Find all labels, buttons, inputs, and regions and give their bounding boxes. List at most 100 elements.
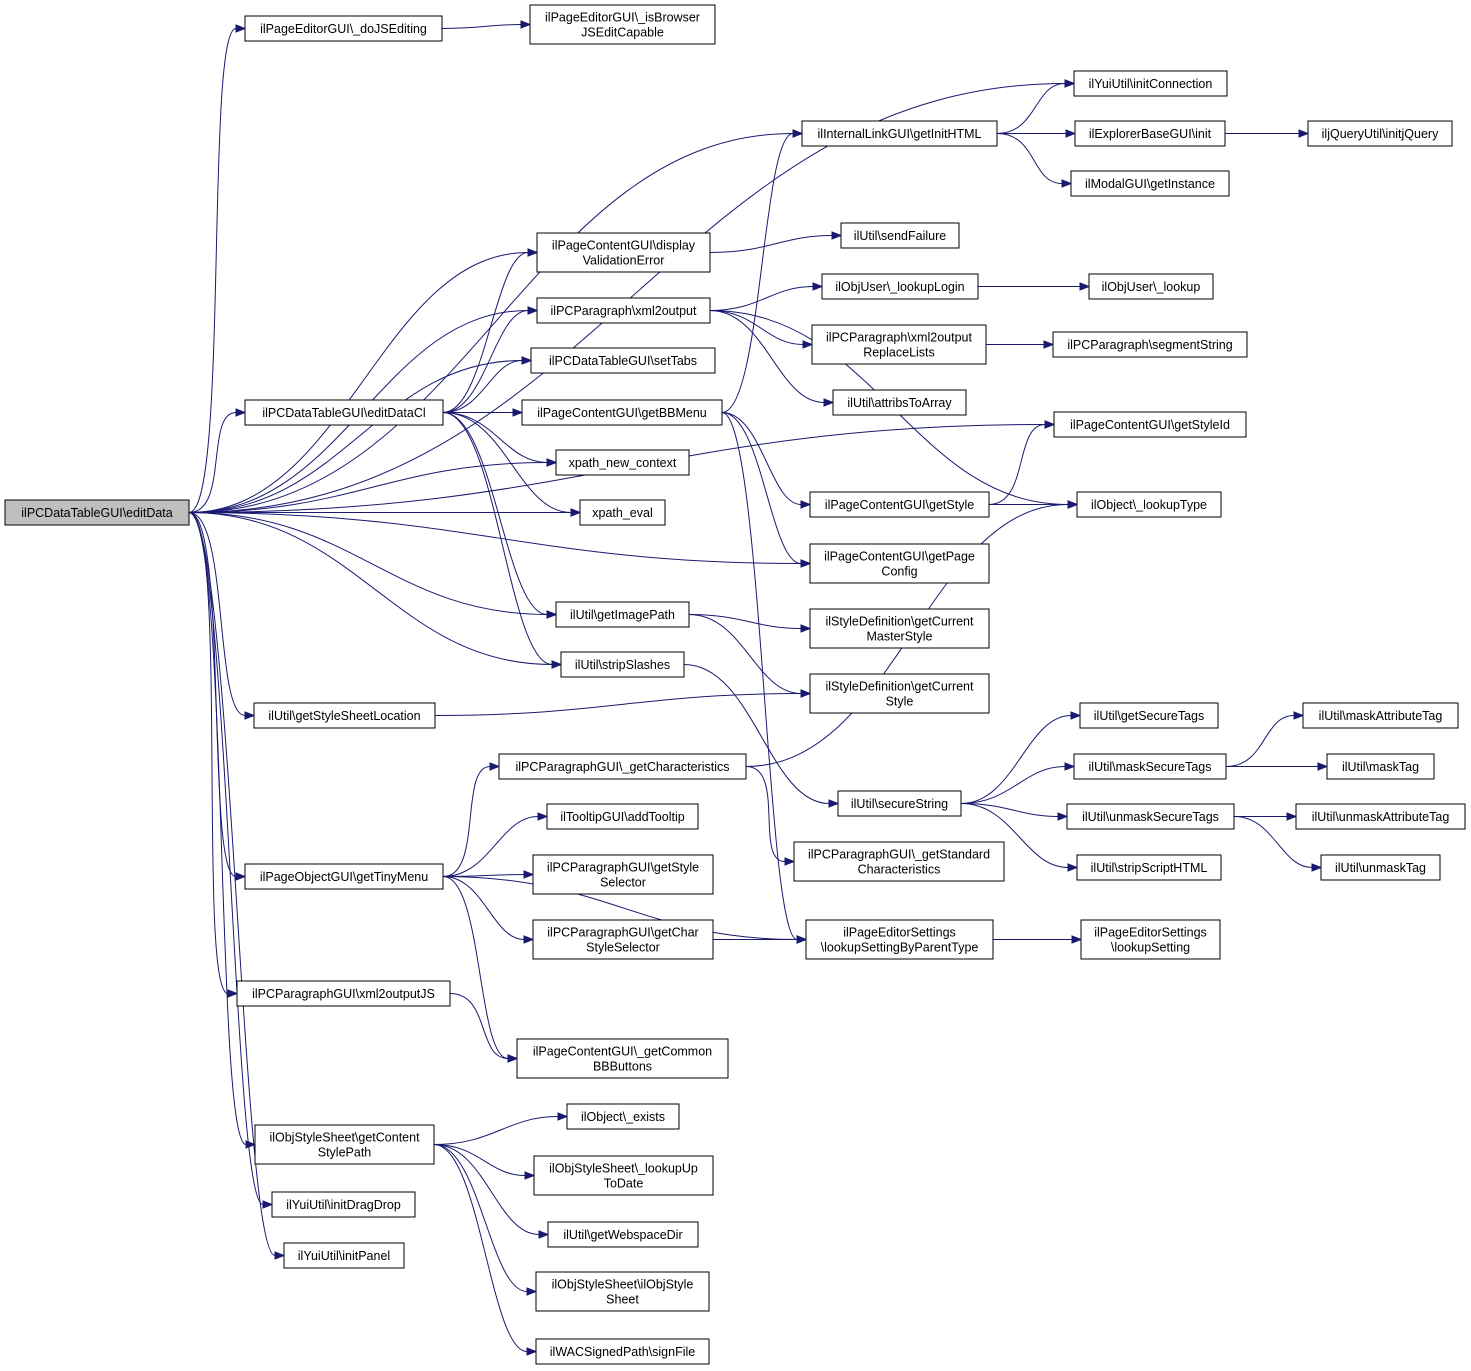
node-get-characteristics[interactable]: ilPCParagraphGUI\_getCharacteristics xyxy=(498,753,747,780)
node-box xyxy=(498,753,747,780)
node-do-jsediting[interactable]: ilPageEditorGUI\_doJSEditing xyxy=(244,15,443,42)
node-label: ilPCParagraphGUI\_getCharacteristics xyxy=(516,760,730,774)
node-unmask-attribute-tag[interactable]: ilUtil\unmaskAttributeTag xyxy=(1295,803,1466,830)
node-get-style-id[interactable]: ilPageContentGUI\getStyleId xyxy=(1053,411,1247,438)
node-label: ilObjStyleSheet\getContent xyxy=(269,1131,420,1145)
node-mask-secure-tags[interactable]: ilUtil\maskSecureTags xyxy=(1073,753,1227,780)
node-label: ilUtil\unmaskTag xyxy=(1335,861,1426,875)
node-label: BBButtons xyxy=(593,1060,652,1074)
node-xpath-new-context[interactable]: xpath_new_context xyxy=(555,449,690,476)
node-xml2output[interactable]: ilPCParagraph\xml2output xyxy=(536,297,711,324)
node-label: StyleSelector xyxy=(586,941,660,955)
arrowhead xyxy=(551,660,563,669)
arrowhead xyxy=(524,1171,536,1180)
node-modal-get-instance[interactable]: ilModalGUI\getInstance xyxy=(1070,170,1230,197)
node-attribs-to-array[interactable]: ilUtil\attribsToArray xyxy=(832,389,967,416)
node-get-image-path[interactable]: ilUtil\getImagePath xyxy=(555,601,690,628)
node-label: Selector xyxy=(600,876,646,890)
node-obj-user-lookup[interactable]: ilObjUser\_lookup xyxy=(1088,273,1214,300)
node-mask-tag[interactable]: ilUtil\maskTag xyxy=(1326,753,1435,780)
node-init-panel[interactable]: ilYuiUtil\initPanel xyxy=(283,1242,405,1269)
node-send-failure[interactable]: ilUtil\sendFailure xyxy=(840,222,960,249)
node-secure-string[interactable]: ilUtil\secureString xyxy=(837,790,962,817)
node-box xyxy=(555,601,690,628)
arrowhead xyxy=(802,340,814,349)
node-box xyxy=(809,608,990,649)
arrowhead xyxy=(800,559,812,568)
node-xml2output-js[interactable]: ilPCParagraphGUI\xml2outputJS xyxy=(236,980,451,1007)
edge-unmask-secure-tags-to-unmask-tag xyxy=(1233,816,1323,872)
node-init-drag-drop[interactable]: ilYuiUtil\initDragDrop xyxy=(271,1191,416,1218)
arrowhead xyxy=(812,282,824,291)
node-initj-query[interactable]: iljQueryUtil\initjQuery xyxy=(1307,120,1453,147)
node-get-webspace-dir[interactable]: ilUtil\getWebspaceDir xyxy=(547,1221,699,1248)
edge-get-image-path-to-get-current-style xyxy=(688,614,812,698)
node-label: ilPageContentGUI\display xyxy=(552,239,696,253)
node-get-bbmenu[interactable]: ilPageContentGUI\getBBMenu xyxy=(521,399,723,426)
edge-get-style-sheet-location-to-get-current-style xyxy=(434,689,812,716)
node-il-obj-style-sheet[interactable]: ilObjStyleSheet\ilObjStyleSheet xyxy=(535,1271,710,1312)
node-unmask-secure-tags[interactable]: ilUtil\unmaskSecureTags xyxy=(1066,803,1235,830)
edge-edit-data-cl-to-set-tabs xyxy=(442,356,533,413)
node-strip-script-html[interactable]: ilUtil\stripScriptHTML xyxy=(1076,854,1222,881)
arrowhead xyxy=(823,398,835,407)
arrowhead xyxy=(235,24,247,33)
arrowhead xyxy=(523,870,535,879)
edge-lookup-login-to-obj-user-lookup xyxy=(977,282,1091,291)
node-get-tiny-menu[interactable]: ilPageObjectGUI\getTinyMenu xyxy=(244,863,444,890)
arrowhead xyxy=(796,935,808,944)
node-label: ilPCParagraphGUI\_getStandard xyxy=(808,848,990,862)
node-segment-string[interactable]: ilPCParagraph\segmentString xyxy=(1052,331,1248,358)
node-set-tabs[interactable]: ilPCDataTableGUI\setTabs xyxy=(530,347,716,374)
node-label: ilObjStyleSheet\_lookupUp xyxy=(549,1162,698,1176)
node-get-style-sheet-location[interactable]: ilUtil\getStyleSheetLocation xyxy=(253,702,436,729)
node-get-style[interactable]: ilPageContentGUI\getStyle xyxy=(809,491,990,518)
edge-edit-data-cl-to-strip-slashes xyxy=(442,412,563,669)
node-get-standard-characteristics[interactable]: ilPCParagraphGUI\_getStandardCharacteris… xyxy=(793,841,1005,882)
node-label: ilUtil\getStyleSheetLocation xyxy=(268,709,420,723)
node-unmask-tag[interactable]: ilUtil\unmaskTag xyxy=(1320,854,1441,881)
arrowhead xyxy=(526,1287,538,1296)
node-edit-data[interactable]: ilPCDataTableGUI\editData xyxy=(4,499,190,526)
node-strip-slashes[interactable]: ilUtil\stripSlashes xyxy=(560,651,685,678)
node-label: ilModalGUI\getInstance xyxy=(1085,177,1215,191)
node-mask-attribute-tag[interactable]: ilUtil\maskAttributeTag xyxy=(1302,702,1459,729)
node-get-secure-tags[interactable]: ilUtil\getSecureTags xyxy=(1079,702,1219,729)
edge-edit-data-cl-to-display-validation-error xyxy=(442,248,539,413)
node-sign-file[interactable]: ilWACSignedPath\signFile xyxy=(535,1338,710,1365)
edge-do-jsediting-to-is-browser-js xyxy=(441,20,532,29)
node-xpath-eval[interactable]: xpath_eval xyxy=(579,499,666,526)
node-edit-data-cl[interactable]: ilPCDataTableGUI\editDataCl xyxy=(244,399,444,426)
node-object-exists[interactable]: ilObject\_exists xyxy=(566,1103,680,1130)
node-add-tooltip[interactable]: ilTooltipGUI\addTooltip xyxy=(546,803,699,830)
edge-get-char-style-selector-to-lookup-setting-by-parent-type xyxy=(712,935,808,944)
arrowhead xyxy=(1065,129,1077,138)
node-lookup-setting[interactable]: ilPageEditorSettings\lookupSetting xyxy=(1080,919,1221,960)
node-box xyxy=(236,980,451,1007)
node-lookup-type[interactable]: ilObject\_lookupType xyxy=(1076,491,1222,518)
node-box xyxy=(1076,854,1222,881)
arrowhead xyxy=(262,1200,274,1209)
node-explorer-init[interactable]: ilExplorerBaseGUI\init xyxy=(1074,120,1226,147)
node-label: \lookupSetting xyxy=(1111,941,1190,955)
node-init-connection[interactable]: ilYuiUtil\initConnection xyxy=(1073,70,1228,97)
node-box xyxy=(533,1155,714,1196)
node-lookup-setting-by-parent-type[interactable]: ilPageEditorSettings\lookupSettingByPare… xyxy=(805,919,994,960)
node-get-init-html[interactable]: ilInternalLinkGUI\getInitHTML xyxy=(801,120,998,147)
node-lookup-login[interactable]: ilObjUser\_lookupLogin xyxy=(821,273,979,300)
node-box xyxy=(1074,120,1226,147)
edge-get-bbmenu-to-get-page-config xyxy=(721,412,812,568)
node-box xyxy=(535,1271,710,1312)
arrowhead xyxy=(800,624,812,633)
